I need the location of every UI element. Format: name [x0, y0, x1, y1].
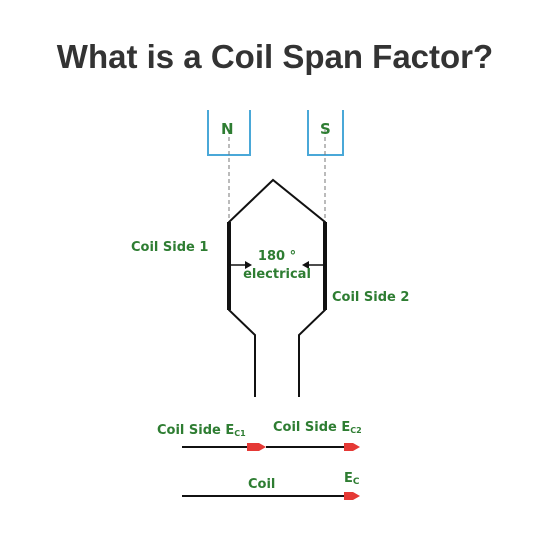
coil-side-1-label: Coil Side 1 — [131, 240, 209, 255]
angle-arrow-left-head — [245, 261, 252, 269]
angle-value-label: 180 ° — [257, 249, 297, 264]
coil-outline — [228, 178, 326, 397]
phasor-coil-arrow — [344, 492, 360, 500]
angle-arrow-right-head — [302, 261, 309, 269]
page-title: What is a Coil Span Factor? — [56, 38, 494, 75]
south-pole-label: S — [320, 120, 331, 138]
phasor-ec2-arrow — [344, 443, 360, 451]
phasor-ec1-label: Coil Side EC1 — [157, 423, 246, 438]
angle-unit-label: electrical — [243, 267, 311, 282]
phasor-ec1-arrow — [247, 443, 266, 451]
ec-phasor-label: EC — [344, 471, 360, 487]
coil-phasor-label: Coil — [248, 477, 276, 492]
phasor-ec2-label: Coil Side EC2 — [273, 420, 362, 435]
coil-side-2-label: Coil Side 2 — [332, 290, 410, 305]
north-pole-label: N — [221, 120, 234, 138]
